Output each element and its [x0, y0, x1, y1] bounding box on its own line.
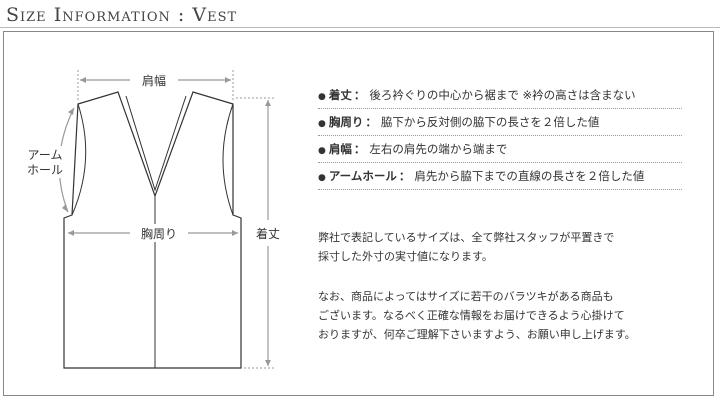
- vest-neckline-inner: [125, 95, 187, 192]
- definition-row-armhole: ●アームホール：肩先から脇下までの直線の長さを２倍した値: [318, 163, 682, 190]
- length-label: 着丈: [256, 226, 280, 241]
- vest-outline: [63, 91, 242, 369]
- bullet-icon: ●: [318, 92, 326, 102]
- armhole-label-bg: [22, 146, 68, 178]
- armhole-arrow-bottom: [62, 204, 68, 212]
- bullet-icon: ●: [318, 146, 326, 156]
- chest-arrow-left: [68, 230, 74, 236]
- definition-row-length: ●着丈：後ろ衿ぐりの中心から裾まで ※衿の高さは含まない: [318, 82, 682, 109]
- bullet-icon: ●: [318, 173, 326, 183]
- note-measurement-method: 弊社で表記しているサイズは、全て弊社スタッフが平置きで 採寸した外寸の実寸値にな…: [318, 231, 615, 263]
- chest-label-bg: [132, 224, 186, 242]
- armhole-label-line1: アーム: [28, 148, 63, 162]
- definition-row-shoulder: ●肩幅：左右の肩先の端から端まで: [318, 136, 682, 163]
- shoulder-label: 肩幅: [142, 73, 166, 88]
- shoulder-arrow-left: [80, 77, 86, 83]
- title-divider: [0, 27, 720, 28]
- chest-label: 胸周り: [141, 226, 177, 241]
- content-frame: [3, 31, 714, 396]
- definition-row-chest: ●胸周り：脇下から反対側の脇下の長さを２倍した値: [318, 109, 682, 136]
- shoulder-arrow-right: [225, 77, 231, 83]
- note-size-variance: なお、商品によってはサイズに若干のバラツキがある商品も ございます。なるべく正確…: [318, 290, 636, 341]
- armhole-label-line2: ホール: [27, 163, 63, 177]
- measurement-definitions: ●着丈：後ろ衿ぐりの中心から裾まで ※衿の高さは含まない ●胸周り：脇下から反対…: [318, 82, 682, 190]
- bullet-icon: ●: [318, 119, 326, 129]
- page-title: Size Information : Vest: [6, 4, 238, 26]
- length-arrow-bottom: [265, 360, 271, 366]
- length-arrow-top: [265, 100, 271, 106]
- armhole-arrow-top: [68, 108, 74, 115]
- vest-armhole-left: [71, 103, 87, 216]
- vest-armhole-right: [222, 103, 234, 216]
- chest-arrow-right: [232, 230, 238, 236]
